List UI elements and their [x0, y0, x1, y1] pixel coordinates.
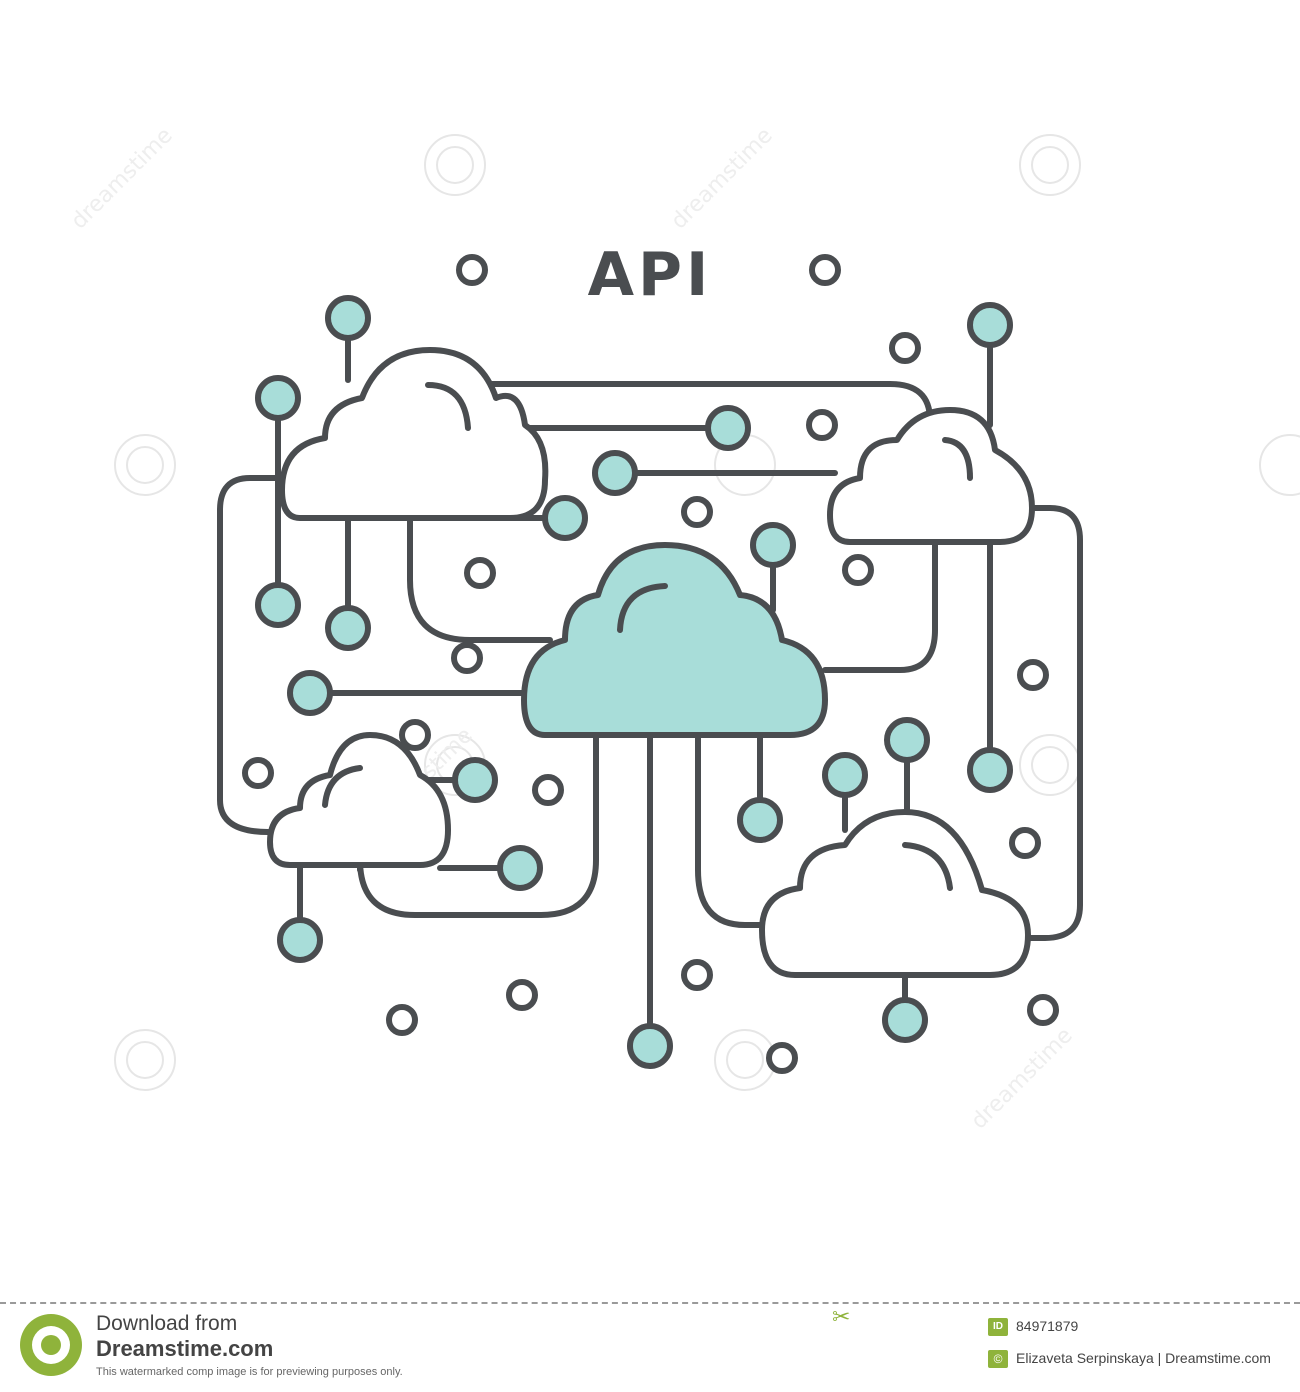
download-from-label: Download from [96, 1312, 238, 1335]
cloud-icon-bottom-right [759, 809, 1031, 978]
download-footer: Download from Dreamstime.com This waterm… [0, 1302, 1300, 1392]
watermark-text: dreamstime [967, 1023, 1078, 1134]
api-illustration: dreamstime dreamstime dreamstime dreamst… [67, 123, 1300, 1134]
copyright-icon: © [988, 1350, 1008, 1368]
author-credit[interactable]: Elizaveta Serpinskaya | Dreamstime.com [1016, 1350, 1271, 1366]
cloud-icon-center[interactable] [521, 542, 828, 738]
cloud-icon-bottom-left [267, 732, 451, 868]
watermark-text: dreamstime [667, 123, 778, 234]
scissors-icon: ✂ [832, 1304, 851, 1329]
network-node-icons-white [242, 254, 1059, 1074]
illustration-title: API [588, 240, 713, 310]
watermark-notice: This watermarked comp image is for previ… [96, 1366, 403, 1378]
watermark-text: dreamstime [67, 123, 178, 234]
cloud-icon-right [827, 407, 1035, 545]
site-link[interactable]: Dreamstime.com [96, 1336, 274, 1361]
id-badge: ID [988, 1318, 1008, 1336]
network-node-icons-teal [255, 295, 1013, 1069]
image-id: 84971879 [1016, 1318, 1079, 1334]
cloud-icon-top-left [279, 347, 549, 521]
dreamstime-logo-icon[interactable] [20, 1314, 82, 1376]
